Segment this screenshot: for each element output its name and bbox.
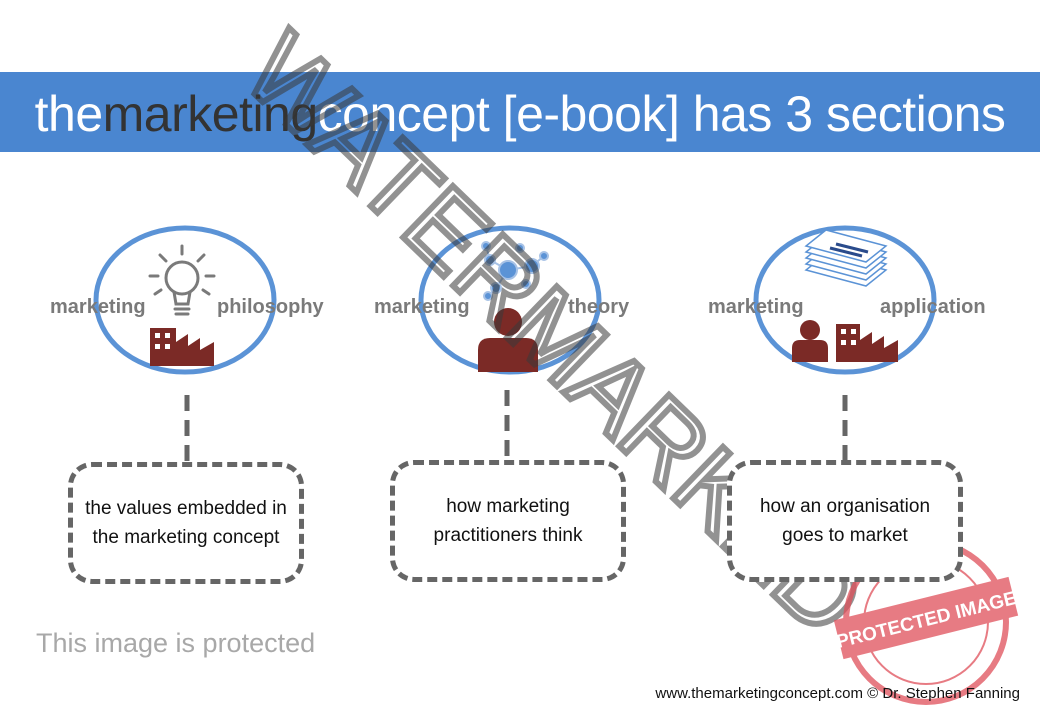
philosophy-circle [93, 225, 277, 375]
title-part-the: the [34, 86, 104, 142]
philosophy-description-line2: the marketing concept [92, 527, 280, 548]
network-icon [481, 241, 549, 301]
page-title: themarketingconcept [e-book] has 3 secti… [0, 86, 1040, 142]
theory-left-label: marketing [374, 296, 470, 318]
title-banner [0, 72, 1040, 152]
theory-right-label: theory [568, 296, 630, 318]
title-part-marketing: marketing [102, 86, 319, 142]
lightbulb-icon [148, 244, 216, 316]
factory-icon [150, 328, 214, 366]
philosophy-left-label: marketing [50, 296, 146, 318]
title-part-rest: concept [e-book] has 3 sections [317, 86, 1006, 142]
documents-icon [804, 229, 888, 287]
person-factory-icon [792, 320, 898, 362]
philosophy-right-label: philosophy [217, 296, 324, 318]
philosophy-description-line1: the values embedded in [85, 498, 287, 519]
protected-notice: This image is protected [36, 628, 316, 658]
application-description-box: how an organisation goes to market [727, 460, 963, 582]
theory-description-line1: how marketing [446, 496, 570, 517]
application-left-label: marketing [708, 296, 804, 318]
application-description-line1: how an organisation [759, 496, 931, 517]
theory-description-box: how marketing practitioners think [390, 460, 626, 582]
theory-description-line2: practitioners think [433, 525, 583, 546]
application-circle [753, 225, 937, 375]
philosophy-description-box: the values embedded in the marketing conc… [68, 462, 304, 584]
application-description-line2: goes to market [782, 525, 908, 546]
person-icon [478, 308, 538, 372]
footer-credit: www.themarketingconcept.com © Dr. Stephe… [655, 685, 1020, 702]
application-right-label: application [880, 296, 986, 318]
